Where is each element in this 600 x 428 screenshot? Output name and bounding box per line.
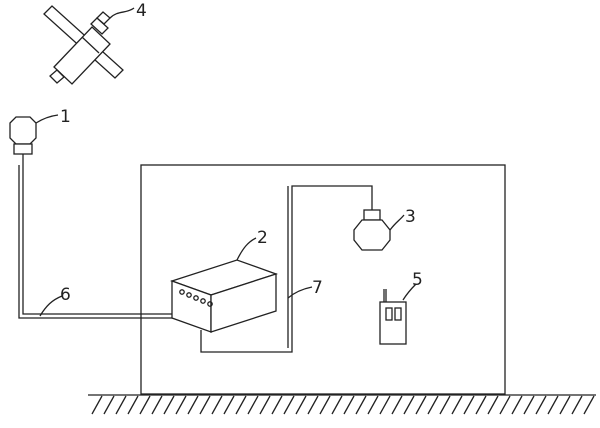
ground-hatch-line: [295, 395, 307, 415]
ground-hatch-line: [319, 395, 331, 415]
ground-hatch-line: [259, 395, 271, 415]
ground-hatch-line: [439, 395, 451, 415]
ground-hatch-line: [391, 395, 403, 415]
ground-hatch-line: [571, 395, 583, 415]
label-1: 1: [60, 107, 71, 127]
ground-hatch-line: [583, 395, 595, 415]
ground-hatch-line: [475, 395, 487, 415]
ground-hatch-line: [511, 395, 523, 415]
ground-hatch-line: [247, 395, 259, 415]
ground-hatch-line: [283, 395, 295, 415]
ground-hatch-line: [427, 395, 439, 415]
ground-hatch-line: [559, 395, 571, 415]
cable-7: [200, 185, 373, 353]
ground-hatch-line: [307, 395, 319, 415]
ground-hatch-line: [127, 395, 139, 415]
ground-hatch-line: [523, 395, 535, 415]
rotating-device-4: [43, 5, 135, 85]
control-box-2: [169, 237, 279, 333]
ground-hatch-line: [379, 395, 391, 415]
ground-hatch-line: [103, 395, 115, 415]
ground-hatch-line: [415, 395, 427, 415]
ground-hatch-line: [115, 395, 127, 415]
enclosure: [140, 164, 506, 395]
sensor-1: [9, 114, 59, 165]
handheld-device-5: [379, 283, 417, 345]
label-6: 6: [60, 285, 71, 305]
lamp-3: [353, 209, 405, 251]
ground-hatch-line: [223, 395, 235, 415]
ground-hatch-line: [163, 395, 175, 415]
label-5: 5: [412, 270, 423, 290]
ground: [88, 394, 596, 415]
ground-hatch-line: [199, 395, 211, 415]
ground-hatch-line: [175, 395, 187, 415]
ground-hatch-line: [235, 395, 247, 415]
ground-hatch-line: [463, 395, 475, 415]
label-7: 7: [312, 278, 323, 298]
ground-hatch-line: [451, 395, 463, 415]
label-2: 2: [257, 228, 268, 248]
ground-hatch-line: [367, 395, 379, 415]
cable-6: [18, 165, 181, 319]
ground-hatch-line: [331, 395, 343, 415]
ground-hatch-line: [487, 395, 499, 415]
ground-hatch-line: [403, 395, 415, 415]
label-3: 3: [405, 207, 416, 227]
ground-hatch-line: [91, 395, 103, 415]
label-4: 4: [136, 1, 147, 21]
ground-hatch-line: [535, 395, 547, 415]
ground-hatch-line: [547, 395, 559, 415]
ground-hatch-line: [271, 395, 283, 415]
ground-hatch-line: [187, 395, 199, 415]
ground-hatch-line: [139, 395, 151, 415]
ground-hatch-line: [499, 395, 511, 415]
ground-hatch-line: [151, 395, 163, 415]
ground-hatch-line: [355, 395, 367, 415]
ground-hatch-line: [343, 395, 355, 415]
ground-hatch-line: [211, 395, 223, 415]
